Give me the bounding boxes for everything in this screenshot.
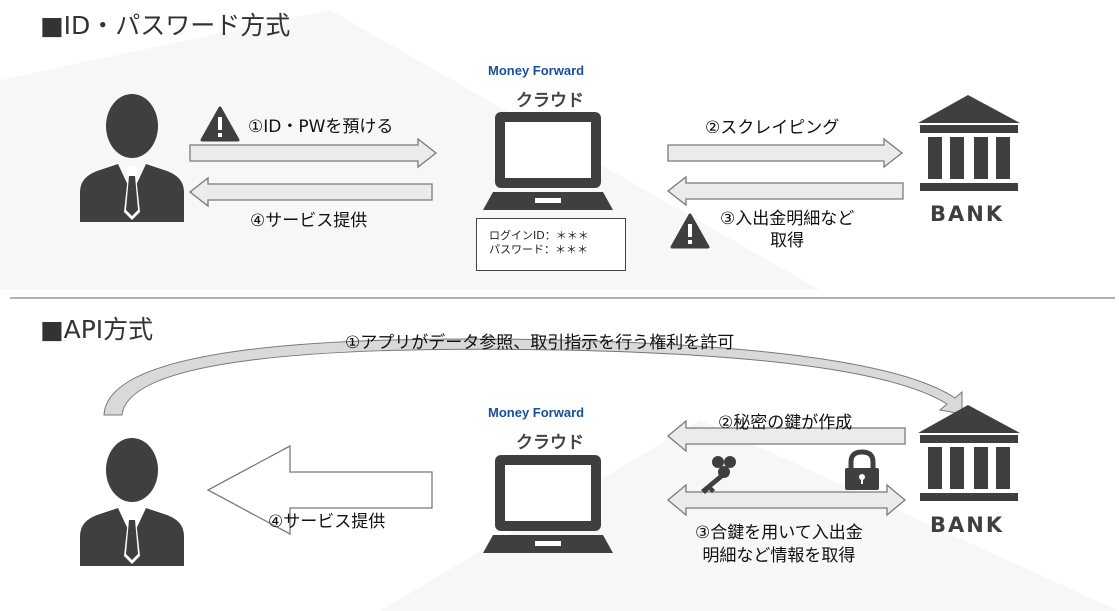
moneyforward-logo: Money Forward (488, 405, 585, 420)
user-icon (80, 438, 184, 566)
section-title-api: ■API方式 (40, 315, 154, 344)
arrow-left-service (188, 176, 433, 208)
arrow-right-scraping (667, 137, 904, 169)
step3-line2: 取得 (770, 231, 805, 251)
api-step3-line1: ③合鍵を用いて入出金 (695, 523, 863, 543)
bank-icon (918, 405, 1020, 501)
step3-label: ③入出金明細など 取得 (720, 208, 854, 252)
step4-label: ④サービス提供 (250, 211, 368, 231)
arrow-left-secret-key (666, 419, 906, 453)
login-id-line: ログインID：＊＊＊ (489, 229, 589, 242)
curved-arrow-permission (103, 338, 963, 416)
api-step4-label: ④サービス提供 (268, 512, 386, 532)
api-step3-label: ③合鍵を用いて入出金 明細など情報を取得 (695, 522, 863, 568)
section-title-id-password: ■ID・パスワード方式 (40, 11, 291, 40)
credentials-box: ログインID：＊＊＊ パスワード：＊＊＊ (476, 218, 626, 271)
moneyforward-logo: Money Forward (488, 63, 585, 78)
lock-icon (845, 449, 879, 490)
arrow-bidirectional (666, 483, 907, 517)
arrow-right-deposit (189, 137, 438, 169)
arrow-left-service-large (206, 444, 433, 536)
arrow-left-fetch (666, 175, 904, 207)
laptop-icon (483, 112, 613, 210)
api-step3-line2: 明細など情報を取得 (702, 546, 856, 566)
step2-label: ②スクレイピング (705, 118, 840, 138)
laptop-icon (483, 455, 613, 553)
product-name: クラウド (516, 433, 584, 453)
bank-label: BANK (930, 202, 1005, 226)
api-step1-label: ①アプリがデータ参照、取引指示を行う権利を許可 (345, 333, 735, 353)
api-step2-label: ②秘密の鍵が作成 (718, 413, 853, 433)
bank-icon (918, 95, 1020, 191)
key-icon (701, 456, 736, 494)
bank-label: BANK (930, 513, 1005, 537)
step1-label: ①ID・PWを預ける (248, 117, 394, 137)
product-name: クラウド (516, 91, 584, 111)
step3-line1: ③入出金明細など (720, 209, 855, 229)
password-line: パスワード：＊＊＊ (489, 243, 588, 256)
